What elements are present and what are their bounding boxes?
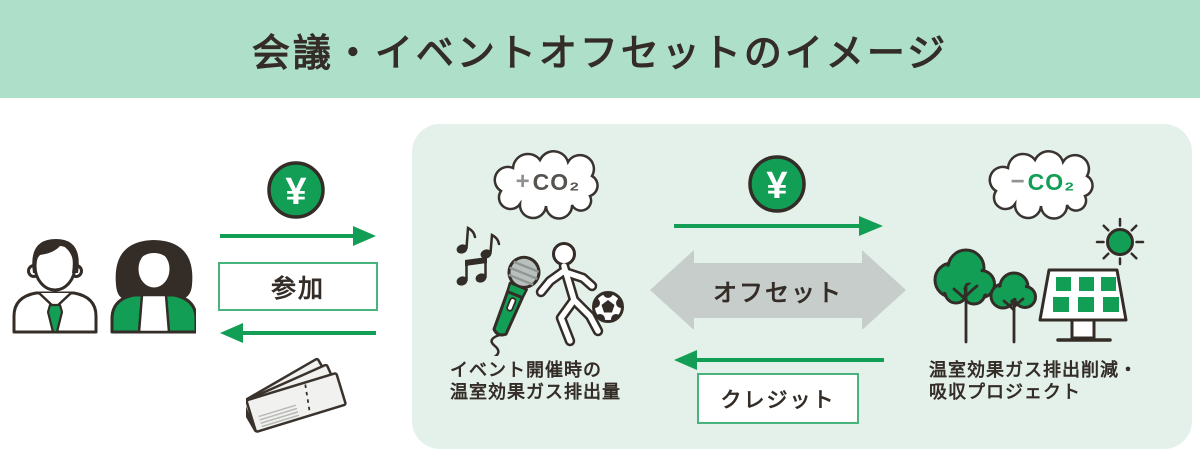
project-caption-line1: 温室効果ガス排出削減・	[929, 360, 1138, 380]
microphone-icon	[490, 255, 541, 356]
plus-sign: +	[515, 168, 531, 195]
person-kicking-icon	[535, 242, 604, 347]
co2-text: CO₂	[1027, 168, 1076, 195]
event-caption-line1: イベント開催時の	[450, 360, 602, 380]
yen-coin-icon: ¥	[267, 161, 325, 219]
tree-icon	[933, 248, 996, 344]
page-title: 会議・イベントオフセットのイメージ	[251, 32, 949, 75]
arrow-left-icon	[220, 323, 376, 343]
event-icons	[456, 226, 624, 356]
arrow-right-icon	[674, 216, 883, 236]
tickets-icon	[246, 357, 347, 433]
tree-icon	[989, 271, 1037, 344]
project-icons	[933, 217, 1145, 344]
offset-label: オフセット	[713, 279, 843, 307]
event-caption: イベント開催時の 温室効果ガス排出量	[450, 359, 700, 403]
plus-co2-cloud-label: + CO₂	[487, 147, 609, 217]
offset-double-arrow-icon	[650, 250, 906, 330]
project-caption: 温室効果ガス排出削減・ 吸収プロジェクト	[929, 359, 1189, 403]
credit-label: クレジット	[720, 388, 836, 412]
music-notes-icon	[456, 226, 501, 286]
soccer-ball-icon	[592, 291, 624, 323]
man-icon	[12, 239, 98, 334]
yen-symbol: ¥	[285, 171, 306, 213]
plus-co2-cloud-icon	[493, 150, 599, 220]
minus-co2-cloud-icon	[988, 150, 1094, 220]
participants-icon	[12, 239, 196, 334]
participation-label-box: 参加	[218, 262, 378, 311]
header-banner: 会議・イベントオフセットのイメージ	[0, 0, 1200, 98]
co2-text: CO₂	[532, 168, 581, 195]
yen-coin-icon: ¥	[748, 155, 806, 213]
sun-icon	[1095, 217, 1145, 266]
event-caption-line2: 温室効果ガス排出量	[450, 382, 621, 402]
minus-co2-cloud-label: − CO₂	[982, 147, 1104, 217]
woman-icon	[110, 240, 196, 334]
arrow-left-icon	[674, 350, 884, 370]
project-caption-line2: 吸収プロジェクト	[929, 382, 1081, 402]
yen-symbol: ¥	[766, 165, 787, 207]
credit-label-box: クレジット	[697, 373, 859, 424]
tie	[46, 303, 64, 334]
minus-sign: −	[1010, 168, 1026, 195]
participation-label: 参加	[270, 274, 325, 303]
arrow-right-icon	[220, 226, 376, 246]
solar-panel-icon	[1038, 268, 1128, 342]
